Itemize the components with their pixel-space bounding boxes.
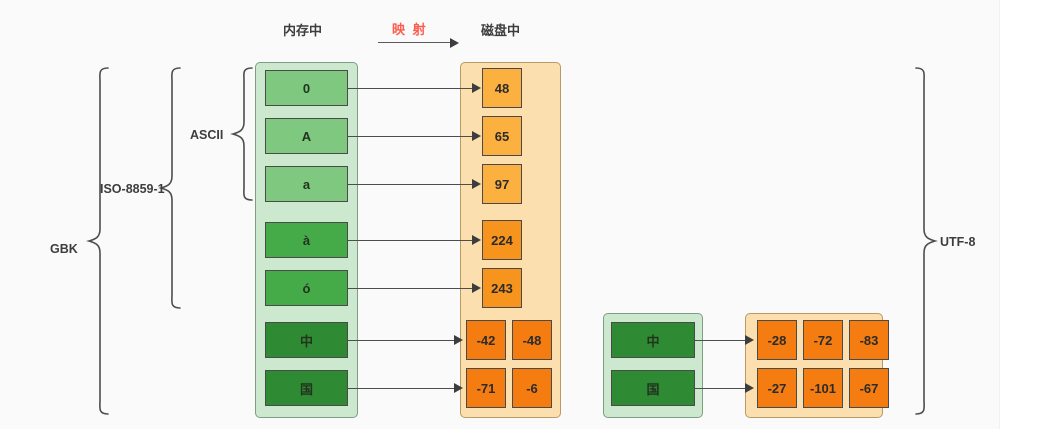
gbk-disk-byte-cell: -42 — [466, 320, 506, 360]
gbk-connector-arrow-icon — [472, 235, 481, 245]
mapping-label: 映 射 — [392, 22, 428, 37]
gbk-connector-line — [348, 288, 473, 289]
utf8-disk-byte-cell: -67 — [849, 368, 889, 408]
gbk-memory-cell: a — [265, 166, 348, 202]
gbk-memory-cell: A — [265, 118, 348, 154]
utf8-connector-line — [695, 340, 746, 341]
memory-column-header: 内存中 — [283, 23, 323, 38]
gbk-memory-cell: ó — [265, 270, 348, 306]
gbk-connector-arrow-icon — [472, 83, 481, 93]
gbk-memory-cell: 中 — [265, 322, 348, 358]
mapping-arrow-line — [378, 42, 452, 43]
gbk-connector-line — [348, 388, 455, 389]
gbk-memory-cell: à — [265, 222, 348, 258]
ascii-brace — [230, 66, 256, 202]
right-gutter — [999, 0, 1041, 429]
gbk-disk-byte-cell: 65 — [482, 116, 522, 156]
utf8-disk-byte-cell: -27 — [757, 368, 797, 408]
utf8-brace — [912, 66, 938, 416]
gbk-disk-byte-cell: -48 — [512, 320, 552, 360]
iso-brace — [158, 66, 184, 310]
ascii-brace-label: ASCII — [190, 128, 224, 142]
utf8-disk-byte-cell: -101 — [803, 368, 843, 408]
gbk-brace-label: GBK — [50, 242, 78, 256]
gbk-connector-line — [348, 136, 473, 137]
gbk-brace — [86, 66, 112, 416]
gbk-connector-line — [348, 184, 473, 185]
gbk-connector-line — [348, 240, 473, 241]
utf8-memory-cell: 中 — [611, 322, 695, 358]
mapping-arrow-head-icon — [450, 37, 459, 48]
utf8-disk-byte-cell: -83 — [849, 320, 889, 360]
utf8-disk-byte-cell: -28 — [757, 320, 797, 360]
gbk-connector-arrow-icon — [472, 179, 481, 189]
gbk-memory-cell: 国 — [265, 370, 348, 406]
utf8-disk-byte-cell: -72 — [803, 320, 843, 360]
gbk-disk-byte-cell: -71 — [466, 368, 506, 408]
gbk-connector-arrow-icon — [454, 383, 463, 393]
gbk-connector-arrow-icon — [472, 283, 481, 293]
utf8-connector-arrow-icon — [745, 335, 754, 345]
utf8-brace-label: UTF-8 — [940, 235, 976, 249]
gbk-connector-line — [348, 340, 455, 341]
gbk-memory-cell: 0 — [265, 70, 348, 106]
gbk-connector-arrow-icon — [454, 335, 463, 345]
gbk-disk-byte-cell: 97 — [482, 164, 522, 204]
gbk-disk-byte-cell: -6 — [512, 368, 552, 408]
utf8-memory-cell: 国 — [611, 370, 695, 406]
iso-brace-label: ISO-8859-1 — [100, 182, 165, 196]
gbk-disk-byte-cell: 224 — [482, 220, 522, 260]
utf8-connector-arrow-icon — [745, 383, 754, 393]
gbk-disk-byte-cell: 243 — [482, 268, 522, 308]
utf8-connector-line — [695, 388, 746, 389]
gbk-connector-line — [348, 88, 473, 89]
gbk-connector-arrow-icon — [472, 131, 481, 141]
gbk-disk-byte-cell: 48 — [482, 68, 522, 108]
disk-column-header: 磁盘中 — [481, 23, 521, 38]
